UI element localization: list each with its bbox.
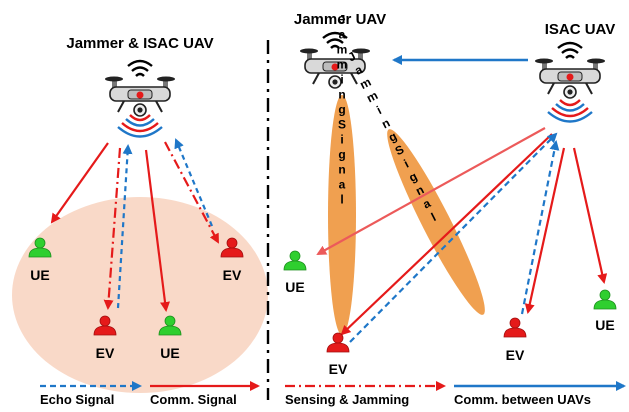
isac-uav-title: ISAC UAV — [545, 21, 616, 38]
ue-left-right-person-icon — [283, 250, 307, 271]
ue-left-label: UE — [30, 267, 49, 283]
jammer-isac-uav-drone-icon — [103, 59, 177, 118]
coverage-area — [12, 197, 268, 393]
legend-echo-label: Echo Signal — [40, 392, 114, 407]
jamming-beam-vertical — [328, 95, 356, 335]
comm-arrow-to-ev-left-right — [340, 133, 553, 336]
ue-right-label: UE — [595, 317, 614, 333]
ev-bottom-label: EV — [96, 345, 115, 361]
echo-arrow-from-ev-mid — [520, 140, 560, 315]
echo-arrow-from-ev-bottom — [116, 144, 133, 309]
jamming-beam-diagonal — [387, 129, 485, 315]
isac-uav-drone-icon — [533, 41, 607, 100]
jammer-uav-title: Jammer UAV — [294, 11, 386, 28]
jamming-signal-label-1: JammingSignal — [335, 13, 349, 208]
ev-mid-label: EV — [506, 347, 525, 363]
ev-right-label: EV — [223, 267, 242, 283]
echo-arrow-from-ev-left-right — [349, 132, 558, 343]
comm-arrow-to-ev-mid — [524, 147, 566, 314]
legend-sensing-label: Sensing & Jamming — [285, 392, 409, 407]
isac-radar-icon — [546, 98, 594, 123]
legend-comm-label: Comm. Signal — [150, 392, 237, 407]
jamming-text-group: JammingSignal — [342, 47, 443, 227]
ue-right-person-icon — [593, 289, 617, 310]
ev-left-right-person-icon — [326, 332, 350, 353]
legend-between-label: Comm. between UAVs — [454, 392, 591, 407]
ev-left-right-label: EV — [329, 361, 348, 377]
sensing-arrow-to-ev-bottom — [103, 147, 122, 310]
comm-arrow-to-ue-bottom — [144, 149, 170, 312]
sensing-arrow-to-ev-right — [164, 141, 219, 244]
comm-arrow-to-ue-left — [50, 142, 109, 224]
ue-bottom-label: UE — [160, 345, 179, 361]
ev-mid-person-icon — [503, 317, 527, 338]
left-radar-icon — [116, 113, 164, 138]
ue-left-right-label: UE — [285, 279, 304, 295]
left-panel-title: Jammer & ISAC UAV — [66, 35, 213, 52]
echo-arrow-from-ev-right — [174, 138, 214, 227]
comm-arrow-to-ue-right — [572, 147, 608, 284]
jamming-signal-label-2: JammingSignal — [342, 47, 443, 227]
comm-arrow-to-ue-left-right — [316, 127, 546, 255]
